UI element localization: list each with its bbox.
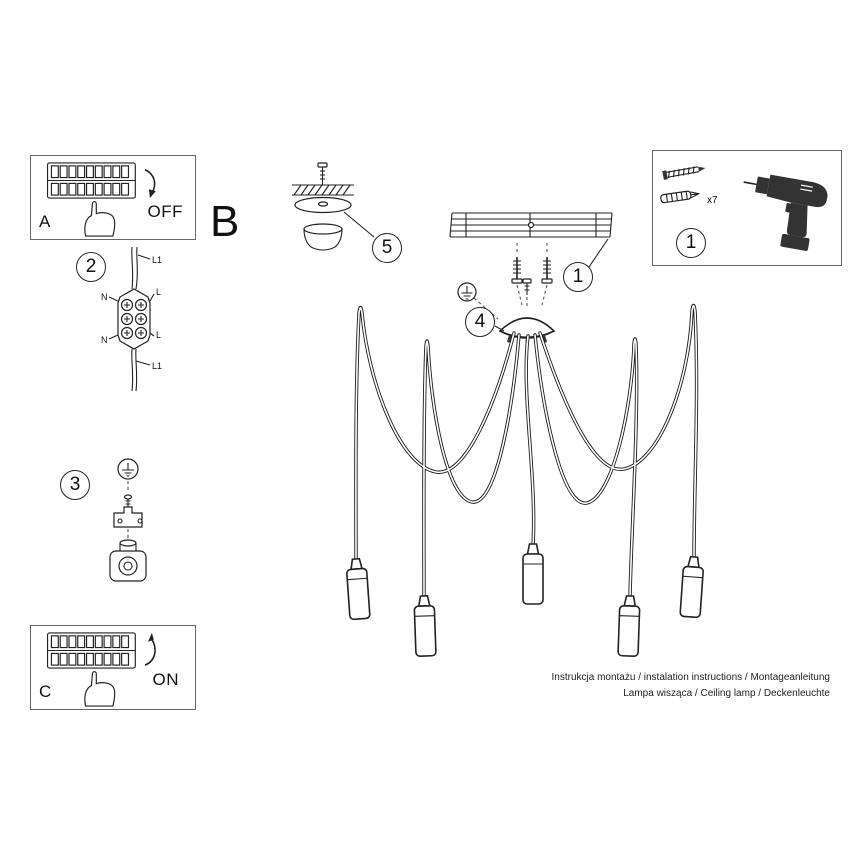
grounding-illustration [109,458,147,582]
anchor-count-label: x7 [707,195,718,206]
step-3-badge: 3 [60,470,90,500]
leader-line-4 [494,325,505,332]
ceiling-mount-illustration [292,162,375,251]
step-1-number: 1 [572,266,584,287]
footer-line-2: Lampa wisząca / Ceiling lamp / Deckenleu… [623,688,830,699]
drill-icon [743,174,828,251]
breaker-panel [46,632,136,669]
step-5-badge: 5 [372,233,402,263]
mounting-strip-illustration [449,212,613,306]
step-4-number: 4 [474,311,486,332]
wire-leader-lines [108,254,155,366]
footer-line-1: Instrukcja montażu / instalation instruc… [551,672,831,683]
section-letter-a: A [39,212,51,231]
breaker-panel-on-illustration [46,632,156,707]
step-2-number: 2 [85,256,97,277]
lamp-pendant-5 [679,555,704,619]
wire-label-n-bottom: N [101,335,108,345]
power-on-step-box: C ON [30,625,196,710]
ceiling-screw [317,162,328,185]
arrow-up-icon [144,632,156,666]
wiring-terminal-illustration: L1 N L N L L1 [101,246,162,392]
wire-label-l1-top: L1 [152,255,162,265]
pendant-cables [354,303,699,600]
step-2-badge: 2 [76,252,106,282]
breaker-switches [50,165,130,196]
step-3-number: 3 [69,474,81,495]
terminal-screws [120,298,148,340]
tools-step-number: 1 [685,232,697,253]
hand-icon [84,671,116,707]
cord-grip [109,539,147,582]
lamp-pendant-3 [522,543,544,605]
breaker-panel-off-illustration [46,162,156,237]
supply-cable-bottom [131,348,138,392]
lamp-pendant-2 [413,595,437,657]
main-assembly-diagram [292,162,704,657]
off-label: OFF [147,202,183,221]
wall-plug-icon [660,190,701,204]
ceiling-hatch [292,184,354,196]
supply-cable-top [131,246,138,290]
drill-illustration [743,174,828,251]
hand-icon [84,201,116,237]
leader-line-1 [588,238,609,268]
step-5-number: 5 [381,237,393,258]
mounting-screw-right [541,257,553,284]
section-letter-b: B [210,197,240,246]
screw-icon [662,166,706,180]
wire-label-l-bottom: L [156,330,161,340]
tools-step-badge: 1 [676,228,706,258]
breaker-panel [46,162,136,199]
step-1-badge: 1 [563,262,593,292]
section-letter-c: C [39,682,52,701]
arrow-down-icon [144,169,156,199]
leader-line-5 [343,211,375,238]
tools-box: x7 1 [652,150,842,266]
ground-symbol-icon [457,282,499,320]
lamp-pendant-1 [346,557,371,621]
wall-anchors-illustration: x7 [660,166,718,206]
ground-symbol-icon [117,458,139,480]
ground-screw [123,494,133,508]
step-4-badge: 4 [465,307,495,337]
on-label: ON [152,670,179,689]
wire-label-n-top: N [101,292,108,302]
lamp-pendant-4 [617,595,641,657]
canopy-cup [303,223,343,251]
wire-label-l-top: L [156,287,161,297]
wire-label-l1-bottom: L1 [152,361,162,371]
power-off-step-box: A OFF [30,155,196,240]
breaker-switches [50,635,130,666]
canopy-screw [522,278,532,307]
mounting-screw-left [511,257,523,284]
ground-clamp [113,506,143,528]
